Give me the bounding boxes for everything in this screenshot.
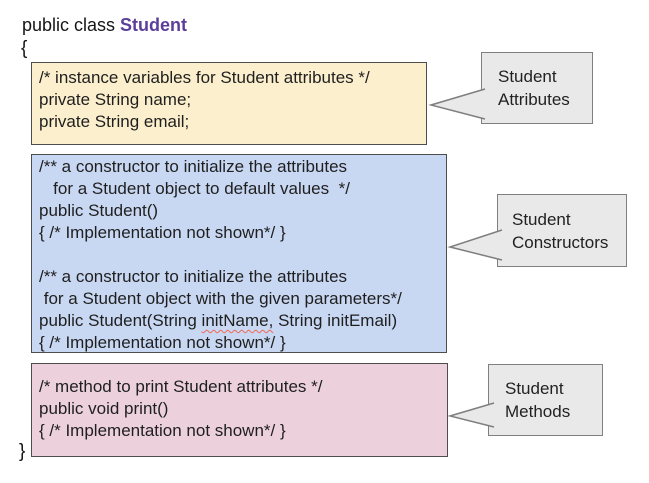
callout-student-constructors: Student Constructors xyxy=(497,194,627,267)
code-line: /* instance variables for Student attrib… xyxy=(39,68,370,87)
code-line: private String name; xyxy=(39,90,192,109)
class-keyword-text: public class xyxy=(22,15,121,35)
constructors-code-box: /** a constructor to initialize the attr… xyxy=(31,154,447,353)
constructors-callout-pointer xyxy=(447,229,503,261)
attributes-code-box: /* instance variables for Student attrib… xyxy=(31,62,427,145)
code-line: { /* Implementation not shown*/ } xyxy=(39,333,286,352)
close-brace: } xyxy=(19,441,26,462)
constructor-signature-line: public Student(String initName, String i… xyxy=(39,310,439,332)
callout-text-line: Student xyxy=(498,67,557,86)
class-declaration: public class Student xyxy=(22,13,187,37)
code-line: { /* Implementation not shown*/ } xyxy=(39,223,286,242)
code-line: for a Student object with the given para… xyxy=(39,289,402,308)
callout-text-line: Methods xyxy=(505,402,571,421)
signature-after: String initEmail) xyxy=(273,311,398,330)
class-name: Student xyxy=(120,15,188,35)
code-line xyxy=(39,244,439,266)
callout-text-line: Student xyxy=(505,379,564,398)
code-line: private String email; xyxy=(39,112,190,131)
code-line: /** a constructor to initialize the attr… xyxy=(39,267,348,286)
code-line: /** a constructor to initialize the attr… xyxy=(39,157,348,176)
callout-student-attributes: Student Attributes xyxy=(481,52,593,124)
signature-before: public Student(String xyxy=(39,311,202,330)
code-line: public void print() xyxy=(39,399,169,418)
code-line: for a Student object to default values *… xyxy=(39,179,350,198)
callout-text-line: Student xyxy=(512,209,571,229)
methods-callout-pointer xyxy=(447,402,495,428)
code-line: /* method to print Student attributes */ xyxy=(39,377,323,396)
misspelled-token: initName, xyxy=(201,311,274,330)
callout-text-line: Constructors xyxy=(512,232,609,252)
code-line: public Student() xyxy=(39,201,159,220)
code-line: { /* Implementation not shown*/ } xyxy=(39,421,286,440)
open-brace: { xyxy=(21,38,28,59)
callout-text-line: Attributes xyxy=(498,90,570,109)
methods-code-box: /* method to print Student attributes */… xyxy=(31,363,448,457)
callout-student-methods: Student Methods xyxy=(488,364,603,436)
attributes-callout-pointer xyxy=(428,88,486,120)
